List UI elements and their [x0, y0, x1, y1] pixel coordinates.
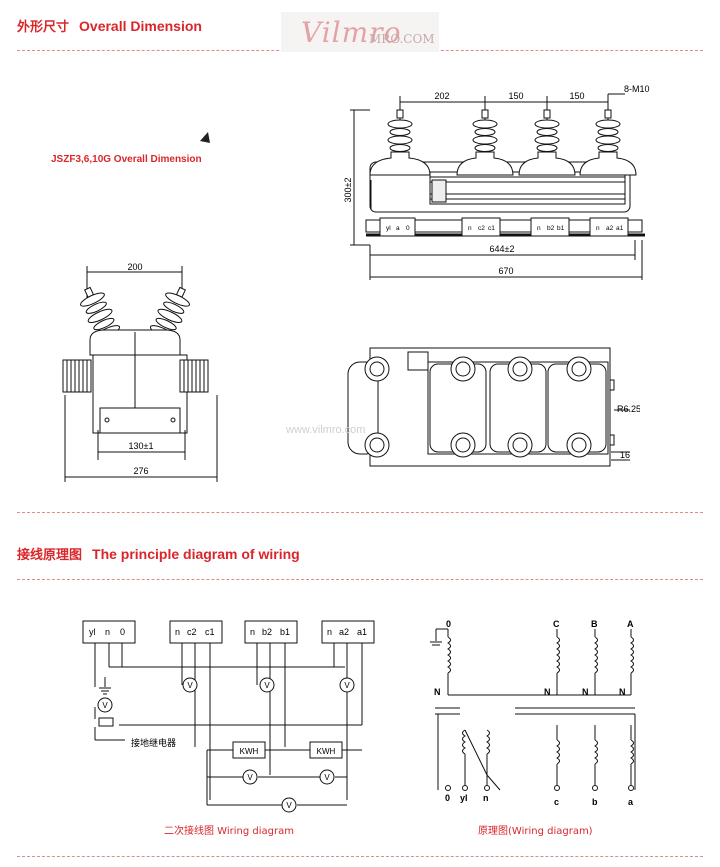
voltmeter-label: V	[102, 701, 108, 710]
term-label: a1	[616, 225, 624, 232]
principle-caption: 原理图(Wiring diagram)	[478, 826, 593, 837]
vilmro-logo: Vilmro MRO.COM	[281, 12, 439, 52]
principle-diagram	[430, 628, 636, 791]
voltmeter-label: V	[264, 681, 270, 690]
cursor-mark-icon	[200, 132, 210, 143]
ground-relay-label: 接地继电器	[131, 737, 176, 748]
box-label: a2	[339, 627, 349, 637]
box-label: n	[327, 627, 332, 637]
front-view-drawing	[350, 93, 645, 280]
bottom-label: n	[483, 793, 489, 803]
term-label: b2	[547, 225, 555, 232]
box-label: c1	[205, 627, 215, 637]
term-label: c1	[488, 225, 495, 232]
top-labels: R6.25 16	[617, 404, 640, 460]
header-en: The principle diagram of wiring	[92, 546, 300, 562]
overall-dimension-header: 外形尺寸 Overall Dimension	[17, 16, 202, 36]
box-label: b1	[280, 627, 290, 637]
term-label: b1	[557, 225, 565, 232]
term-label: n	[596, 225, 600, 232]
top-label: 0	[446, 619, 451, 629]
box-label: n	[105, 627, 110, 637]
n-label: N	[582, 687, 589, 697]
section-divider	[17, 579, 703, 580]
radius-label: R6.25	[617, 404, 640, 414]
principle-labels: 0 C B A N N N N 0 yl n c b a	[434, 619, 634, 807]
front-labels: 202 150 150 8-M10 300±2 644±2 670 yl a 0…	[343, 84, 650, 276]
top-view-drawing	[347, 347, 630, 467]
height-dim: 300±2	[343, 178, 353, 203]
term-label: n	[537, 225, 541, 232]
logo-script: Vilmro	[301, 16, 402, 49]
bottom-label: yl	[460, 793, 468, 803]
term-label: 0	[406, 225, 410, 232]
side-labels: 200 130±1 276	[127, 262, 154, 476]
header-cn: 接线原理图	[17, 548, 83, 563]
dim-200: 200	[127, 262, 142, 272]
subtitle: JSZF3,6,10G Overall Dimension	[51, 154, 202, 165]
logo-site: MRO.COM	[369, 32, 435, 46]
bottom-label: 0	[445, 793, 450, 803]
term-label: yl	[386, 225, 391, 232]
bottom-label: b	[592, 797, 598, 807]
watermark: www.vilmro.com	[286, 424, 366, 436]
voltmeter-label: V	[344, 681, 350, 690]
side-view-drawing	[62, 266, 218, 482]
dim-150-b: 150	[569, 91, 584, 101]
n-label: N	[544, 687, 551, 697]
kwh-label: KWH	[317, 747, 336, 756]
header-en: Overall Dimension	[79, 18, 202, 34]
voltmeter-label: V	[247, 773, 253, 782]
section-divider	[17, 512, 703, 513]
box-label: n	[250, 627, 255, 637]
wiring-labels: yl n 0 n c2 c1 n b2 b1 n a2 a1 V V V V V…	[89, 627, 367, 810]
dim-130: 130±1	[129, 441, 154, 451]
n-label: N	[434, 687, 441, 697]
dim-150-a: 150	[508, 91, 523, 101]
section-divider	[17, 856, 703, 857]
header-cn: 外形尺寸	[17, 20, 70, 35]
front-insulators	[369, 109, 637, 210]
term-label: a2	[606, 225, 614, 232]
box-label: b2	[262, 627, 272, 637]
wiring-header: 接线原理图 The principle diagram of wiring	[17, 544, 300, 564]
dim-644: 644±2	[490, 244, 515, 254]
term-label: a	[396, 225, 400, 232]
top-label: C	[553, 619, 560, 629]
term-label: c2	[478, 225, 485, 232]
n-label: N	[619, 687, 626, 697]
dim-670: 670	[498, 266, 513, 276]
bottom-label: c	[554, 797, 559, 807]
dim-16: 16	[620, 450, 630, 460]
kwh-label: KWH	[240, 747, 259, 756]
top-label: A	[627, 619, 634, 629]
wiring-caption: 二次接线图 Wiring diagram	[164, 826, 294, 837]
secondary-wiring-diagram	[82, 620, 375, 813]
top-label: B	[591, 619, 598, 629]
box-label: yl	[89, 627, 96, 637]
voltmeter-label: V	[286, 801, 292, 810]
bolt-label: 8-M10	[624, 84, 650, 94]
box-label: a1	[357, 627, 367, 637]
term-label: n	[468, 225, 472, 232]
dim-202: 202	[434, 91, 449, 101]
box-label: c2	[187, 627, 197, 637]
voltmeter-label: V	[324, 773, 330, 782]
voltmeter-label: V	[187, 681, 193, 690]
box-label: n	[175, 627, 180, 637]
bottom-label: a	[628, 797, 634, 807]
dim-276: 276	[133, 466, 148, 476]
box-label: 0	[120, 627, 125, 637]
